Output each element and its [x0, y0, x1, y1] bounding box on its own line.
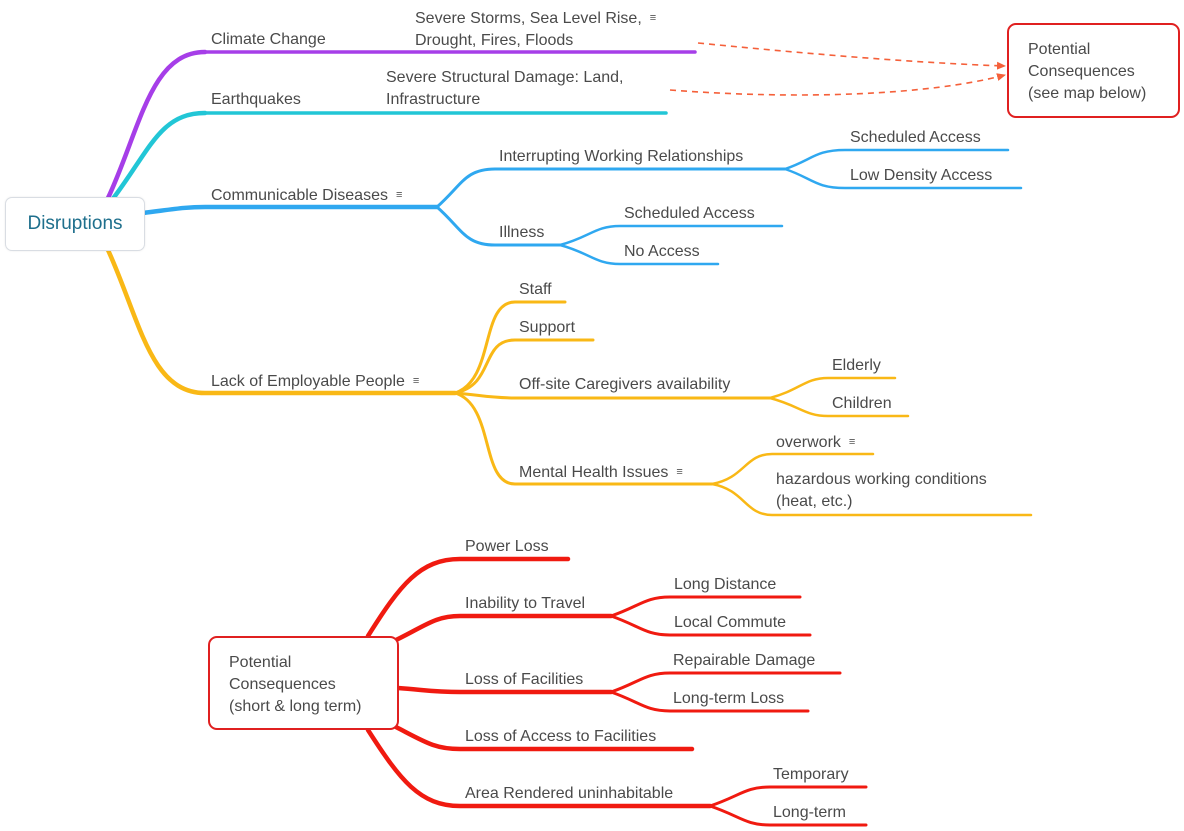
node-climate-detail[interactable]: Severe Storms, Sea Level Rise, ≡ Drought,…	[415, 7, 656, 52]
node-low-density-access[interactable]: Low Density Access	[850, 165, 992, 187]
earthquakes-branch-lines	[109, 110, 668, 203]
note-icon[interactable]: ≡	[395, 189, 403, 201]
node-illness[interactable]: Illness	[499, 222, 544, 244]
node-climate-change-label: Climate Change	[211, 31, 326, 48]
node-long-term-label: Long-term	[773, 804, 846, 821]
node-scheduled-access-2-label: Scheduled Access	[624, 205, 755, 222]
node-elderly-label: Elderly	[832, 357, 881, 374]
consequences-ref-box[interactable]: Potential Consequences (see map below)	[1007, 23, 1180, 118]
earthquakes-detail-line-2: Infrastructure	[386, 91, 481, 108]
hazardous-line-1: hazardous working conditions	[776, 471, 987, 488]
climate-detail-line-2: Drought, Fires, Floods	[415, 32, 574, 49]
node-interrupting-relationships[interactable]: Interrupting Working Relationships	[499, 146, 743, 168]
node-elderly[interactable]: Elderly	[832, 355, 881, 377]
node-mental-health-issues[interactable]: Mental Health Issues ≡	[519, 461, 683, 484]
consequences-ref-line-3: (see map below)	[1028, 85, 1147, 102]
node-area-uninhabitable-label: Area Rendered uninhabitable	[465, 785, 674, 802]
consequences-root-line-1: Potential	[229, 654, 292, 671]
climate-branch-lines	[105, 49, 697, 201]
node-long-term[interactable]: Long-term	[773, 802, 846, 824]
node-repairable-damage-label: Repairable Damage	[673, 652, 816, 669]
node-earthquakes[interactable]: Earthquakes	[211, 89, 301, 111]
consequence-arrows	[669, 42, 1006, 96]
node-scheduled-access-1-label: Scheduled Access	[850, 129, 981, 146]
node-staff-label: Staff	[519, 281, 552, 298]
root-node-disruptions[interactable]: Disruptions	[5, 197, 145, 251]
node-no-access[interactable]: No Access	[624, 241, 700, 263]
node-power-loss-label: Power Loss	[465, 538, 549, 555]
node-communicable-diseases[interactable]: Communicable Diseases ≡	[211, 184, 402, 207]
node-scheduled-access-2[interactable]: Scheduled Access	[624, 203, 755, 225]
hazardous-line-2: (heat, etc.)	[776, 493, 853, 510]
node-loss-of-access[interactable]: Loss of Access to Facilities	[465, 726, 656, 748]
consequences-branch-lines	[365, 556, 868, 827]
node-long-distance[interactable]: Long Distance	[674, 574, 776, 596]
node-interrupting-label: Interrupting Working Relationships	[499, 148, 744, 165]
node-overwork[interactable]: overwork ≡	[776, 431, 855, 454]
node-hazardous-conditions[interactable]: hazardous working conditions (heat, etc.…	[776, 469, 987, 513]
node-lack-of-employable-people[interactable]: Lack of Employable People ≡	[211, 370, 419, 393]
node-offsite-caregivers-label: Off-site Caregivers availability	[519, 376, 731, 393]
root-label: Disruptions	[27, 213, 123, 234]
node-staff[interactable]: Staff	[519, 279, 552, 301]
climate-detail-line-1: Severe Storms, Sea Level Rise,	[415, 10, 642, 27]
node-support-label: Support	[519, 319, 576, 336]
node-long-term-loss-label: Long-term Loss	[673, 690, 785, 707]
consequences-root-line-2: Consequences	[229, 676, 336, 693]
node-inability-to-travel-label: Inability to Travel	[465, 595, 586, 612]
node-loss-of-access-label: Loss of Access to Facilities	[465, 728, 657, 745]
note-icon[interactable]: ≡	[848, 436, 856, 448]
node-power-loss[interactable]: Power Loss	[465, 536, 549, 558]
node-earthquakes-label: Earthquakes	[211, 91, 301, 108]
node-loss-of-facilities[interactable]: Loss of Facilities	[465, 669, 583, 691]
people-branch-lines	[105, 247, 1033, 517]
consequences-ref-line-1: Potential	[1028, 41, 1091, 58]
node-inability-to-travel[interactable]: Inability to Travel	[465, 593, 585, 615]
diseases-branch-lines	[140, 148, 1023, 266]
note-icon[interactable]: ≡	[412, 375, 420, 387]
note-icon[interactable]: ≡	[676, 466, 683, 478]
node-long-distance-label: Long Distance	[674, 576, 777, 593]
note-icon[interactable]: ≡	[649, 12, 657, 24]
node-illness-label: Illness	[499, 224, 545, 241]
node-loss-of-facilities-label: Loss of Facilities	[465, 671, 584, 688]
node-children-label: Children	[832, 395, 892, 412]
node-offsite-caregivers[interactable]: Off-site Caregivers availability	[519, 374, 730, 396]
node-communicable-diseases-label: Communicable Diseases	[211, 187, 388, 204]
consequences-root-box[interactable]: Potential Consequences (short & long ter…	[208, 636, 399, 730]
node-temporary-label: Temporary	[773, 766, 849, 783]
node-local-commute[interactable]: Local Commute	[674, 612, 786, 634]
node-lack-of-employable-people-label: Lack of Employable People	[211, 373, 405, 390]
node-repairable-damage[interactable]: Repairable Damage	[673, 650, 815, 672]
node-earthquakes-detail[interactable]: Severe Structural Damage: Land, Infrastr…	[386, 67, 623, 111]
node-scheduled-access-1[interactable]: Scheduled Access	[850, 127, 981, 149]
node-climate-change[interactable]: Climate Change	[211, 29, 326, 51]
node-long-term-loss[interactable]: Long-term Loss	[673, 688, 784, 710]
node-mental-health-issues-label: Mental Health Issues	[519, 464, 669, 481]
node-area-uninhabitable[interactable]: Area Rendered uninhabitable	[465, 783, 673, 805]
node-overwork-label: overwork	[776, 434, 841, 451]
node-local-commute-label: Local Commute	[674, 614, 787, 631]
consequences-ref-line-2: Consequences	[1028, 63, 1135, 80]
node-no-access-label: No Access	[624, 243, 700, 260]
node-children[interactable]: Children	[832, 393, 892, 415]
consequences-root-line-3: (short & long term)	[229, 698, 362, 715]
node-temporary[interactable]: Temporary	[773, 764, 849, 786]
node-support[interactable]: Support	[519, 317, 575, 339]
node-low-density-access-label: Low Density Access	[850, 167, 993, 184]
earthquakes-detail-line-1: Severe Structural Damage: Land,	[386, 69, 624, 86]
